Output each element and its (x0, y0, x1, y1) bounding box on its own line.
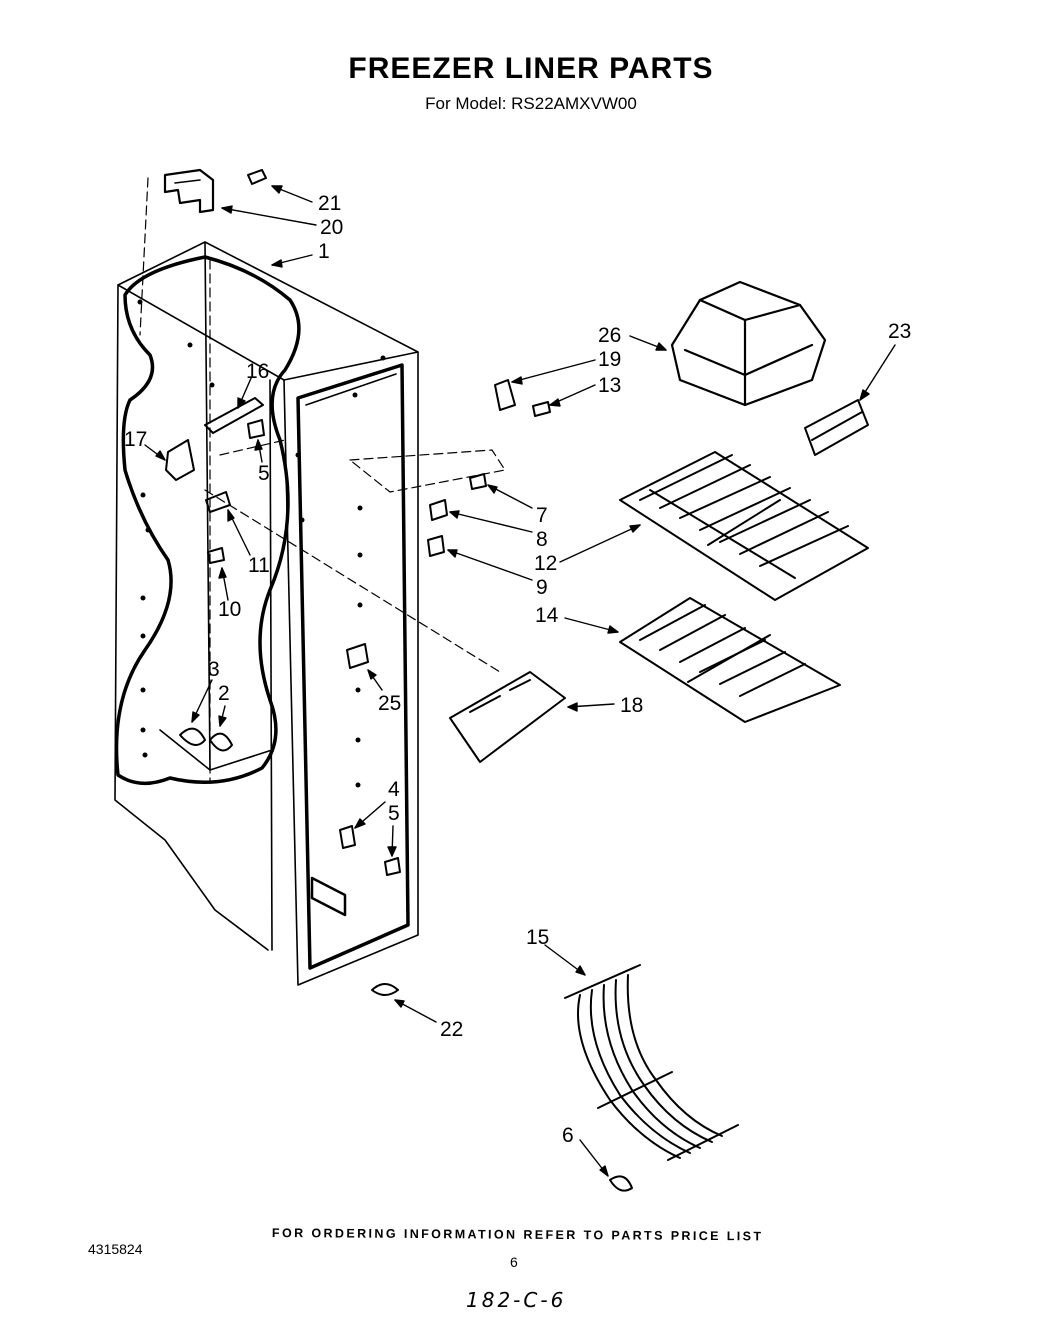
callout-16: 16 (246, 360, 269, 383)
callout-18: 18 (620, 694, 643, 717)
callout-leaders (145, 186, 895, 1176)
callout-10: 10 (218, 598, 241, 621)
callout-21: 21 (318, 192, 341, 215)
wire-basket-drawing (565, 965, 738, 1160)
callout-12: 12 (534, 552, 557, 575)
callout-13: 13 (598, 374, 621, 397)
lower-shelf-drawing (620, 598, 840, 722)
handwritten-code: 182-C-6 (466, 1288, 567, 1312)
callout-4: 4 (388, 778, 400, 801)
callout-1: 1 (318, 240, 330, 263)
upper-shelf-drawing (620, 452, 868, 600)
callout-20: 20 (320, 216, 343, 239)
callout-7: 7 (536, 504, 548, 527)
callout-25: 25 (378, 692, 401, 715)
model-subtitle: For Model: RS22AMXVW00 (425, 94, 637, 113)
page-number: 6 (510, 1254, 518, 1270)
page-title: FREEZER LINER PARTS (348, 52, 714, 85)
bin-bracket-drawing (805, 400, 868, 455)
callout-19: 19 (598, 348, 621, 371)
callout-6: 6 (562, 1124, 574, 1147)
callout-5-lower: 5 (388, 802, 400, 825)
top-bracket-drawing (165, 170, 266, 212)
callout-26: 26 (598, 324, 621, 347)
callout-15: 15 (526, 926, 549, 949)
callout-9: 9 (536, 576, 548, 599)
callout-labels: 21 20 1 26 19 13 23 16 17 5 7 8 12 9 11 … (124, 192, 911, 1147)
callout-5-upper: 5 (258, 462, 270, 485)
callout-17: 17 (124, 428, 147, 451)
callout-14: 14 (535, 604, 559, 627)
liner-hardware-drawing (166, 380, 632, 1191)
callout-3: 3 (208, 658, 220, 681)
callout-2: 2 (218, 682, 230, 705)
document-number: 4315824 (88, 1241, 143, 1257)
callout-11: 11 (248, 554, 270, 577)
callout-8: 8 (536, 528, 548, 551)
freezer-liner-drawing (115, 178, 505, 985)
bin-drawing (672, 282, 825, 405)
rail-drawing (450, 672, 565, 762)
callout-23: 23 (888, 320, 911, 343)
callout-22: 22 (440, 1018, 463, 1041)
